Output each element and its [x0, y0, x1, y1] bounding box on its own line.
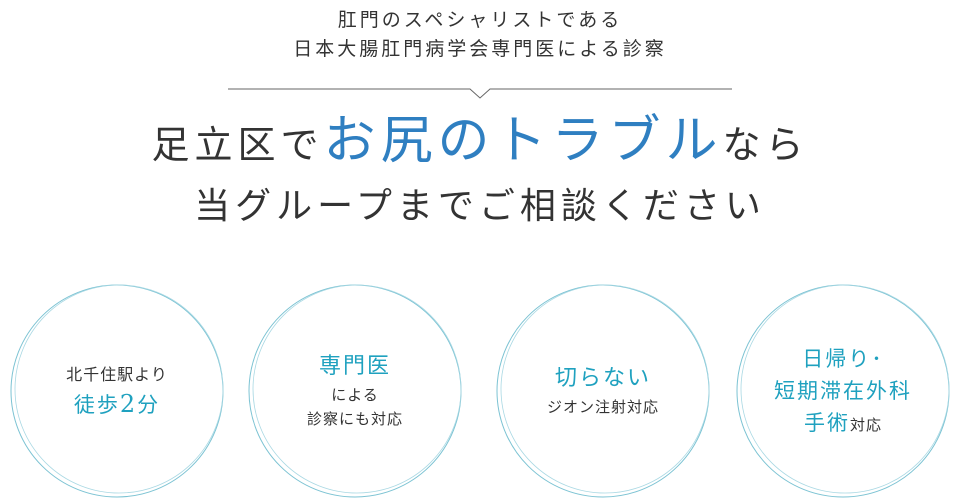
feature-no-cut-sub: ジオン注射対応: [546, 398, 659, 416]
lead-line-2: 日本大腸肛門病学会専門医による診察: [293, 38, 667, 60]
circle-ring: [736, 284, 950, 498]
feature-access: 北千住駅より 徒歩2分: [8, 282, 226, 500]
headline-prefix: 足立区で: [151, 123, 324, 167]
circle-ring: [248, 284, 462, 498]
headline-suffix: なら: [722, 123, 809, 167]
surgery-label: 手術: [803, 411, 850, 435]
feature-day-surgery-line1: 日帰り･: [802, 347, 884, 371]
feature-no-cut: 切らない ジオン注射対応: [494, 282, 712, 500]
feature-day-surgery-line2: 短期滞在外科: [774, 379, 912, 403]
surgery-support: 対応: [849, 416, 882, 434]
feature-specialist-sub2: 診察にも対応: [306, 410, 403, 428]
feature-circles: 北千住駅より 徒歩2分 専門医 による 診察にも対応 切らない ジオン注射対応 …: [0, 280, 960, 502]
feature-access-line2: 徒歩2分: [74, 388, 160, 421]
lead-text: 肛門のスペシャリストである 日本大腸肛門病学会専門医による診察: [0, 6, 960, 64]
feature-specialist-sub1: による: [331, 386, 379, 404]
headline-accent: お尻のトラブル: [323, 111, 723, 171]
walk-minutes: 2: [119, 389, 138, 418]
circle-ring: [496, 284, 710, 498]
headline-row-2: 当グループまでご相談ください: [194, 186, 766, 227]
feature-access-line1: 北千住駅より: [66, 364, 168, 384]
headline-row-1: 足立区でお尻のトラブルなら: [0, 108, 960, 178]
feature-day-surgery-line3: 手術対応: [804, 407, 882, 439]
feature-day-surgery: 日帰り･ 短期滞在外科 手術対応: [734, 282, 952, 500]
feature-no-cut-title: 切らない: [554, 366, 651, 391]
feature-specialist-title: 専門医: [318, 354, 391, 379]
divider-with-notch: [228, 88, 732, 99]
headline: 足立区でお尻のトラブルなら 当グループまでご相談ください: [0, 108, 960, 238]
circle-ring: [10, 284, 224, 498]
walk-unit: 分: [137, 392, 161, 417]
lead-line-1: 肛門のスペシャリストである: [337, 9, 623, 31]
feature-specialist: 専門医 による 診察にも対応: [246, 282, 464, 500]
walk-label: 徒歩: [73, 392, 120, 417]
